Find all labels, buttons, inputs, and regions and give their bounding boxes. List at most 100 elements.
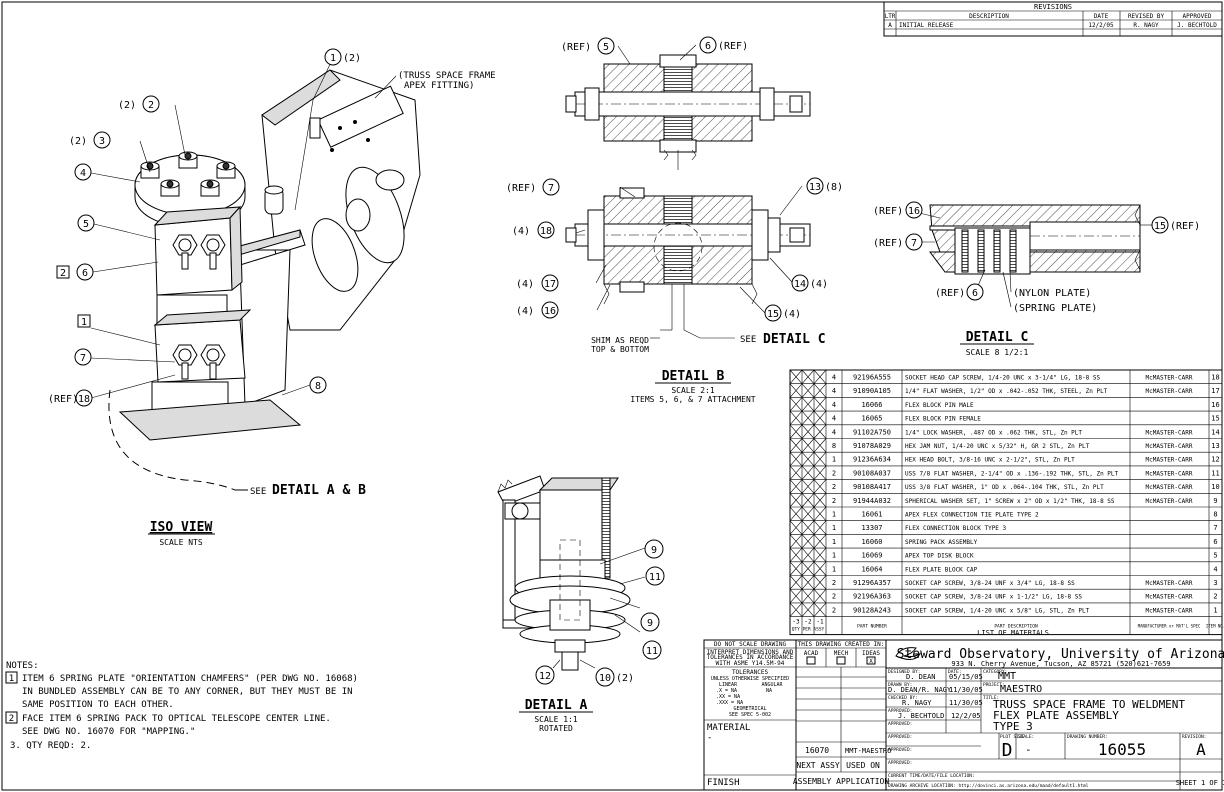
iso-see-detail: DETAIL A & B xyxy=(272,483,366,498)
detail-a-callout-11-bot: 11 xyxy=(646,646,658,657)
bom-part-number: 91078A029 xyxy=(853,442,891,450)
iso-view-scale: SCALE NTS xyxy=(159,538,203,547)
bom-qty: 1 xyxy=(832,456,836,464)
svg-text:LINEAR: LINEAR xyxy=(719,682,738,688)
detail-c-title: DETAIL C xyxy=(966,330,1029,345)
shim-note-line2: TOP & BOTTOM xyxy=(591,345,649,354)
bom-qty: 4 xyxy=(832,415,836,423)
bom-header-desc: PART DESCRIPTION xyxy=(994,624,1038,630)
svg-text:(4): (4) xyxy=(516,306,534,317)
bom-part-number: 16069 xyxy=(861,552,882,560)
bom-description: SOCKET CAP SCREW, 3/8-24 UNF x 3/4" LG, … xyxy=(905,580,1075,587)
detail-b-callout-16: 16 xyxy=(544,306,556,317)
bom-qty: 2 xyxy=(832,606,836,614)
title-line-1: TRUSS SPACE FRAME TO WELDMENT xyxy=(993,698,1185,711)
project-value: MAESTRO xyxy=(1000,684,1042,695)
svg-text:(2): (2) xyxy=(118,100,136,111)
svg-text:APPROVED:: APPROVED: xyxy=(888,747,912,753)
svg-text:.XXX = NA: .XXX = NA xyxy=(716,700,743,706)
note-1-line1: ITEM 6 SPRING PLATE "ORIENTATION CHAMFER… xyxy=(22,674,358,684)
bom-description: SOCKET CAP SCREW, 3/8-24 UNF x 1-1/2" LG… xyxy=(905,594,1082,601)
bom-description: APEX FLEX CONNECTION TIE PLATE TYPE 2 xyxy=(905,512,1039,519)
svg-text:(8): (8) xyxy=(825,182,843,193)
note-2-number: 2 xyxy=(9,714,14,724)
revisions-cell: INITIAL RELEASE xyxy=(899,22,954,29)
svg-text:(REF): (REF) xyxy=(718,41,748,52)
bom-part-number: 91102A750 xyxy=(853,428,891,436)
revisions-cell: 12/2/05 xyxy=(1088,22,1114,29)
revisions-header: DATE xyxy=(1094,13,1109,20)
bom-manufacturer: McMASTER-CARR xyxy=(1146,443,1193,450)
revision-letter: A xyxy=(1196,740,1206,759)
drawn-by: D. DEAN/R. NAGY xyxy=(888,686,952,694)
bom-item-no: 2 xyxy=(1213,593,1217,601)
bom-manufacturer: McMASTER-CARR xyxy=(1146,470,1193,477)
material-value: - xyxy=(707,733,712,743)
spring-plate-label: (SPRING PLATE) xyxy=(1013,303,1097,314)
bom-item-no: 6 xyxy=(1213,538,1217,546)
detail-b-callout-5: 5 xyxy=(603,42,609,53)
svg-text:APPROVED:: APPROVED: xyxy=(888,708,912,714)
flex-block-column xyxy=(118,205,302,441)
svg-text:CATEGORY:: CATEGORY: xyxy=(983,669,1007,675)
bom-qty: 8 xyxy=(832,442,836,450)
material-label: MATERIAL xyxy=(707,723,750,733)
svg-text:(REF): (REF) xyxy=(1170,221,1200,232)
detail-c-callout-15: 15 xyxy=(1154,221,1166,232)
bom-qty: 1 xyxy=(832,565,836,573)
shim-note-line1: SHIM AS REQD xyxy=(591,336,649,345)
bom-part-number: 92196A363 xyxy=(853,593,891,601)
note-2-line2: SEE DWG NO. 16070 FOR "MAPPING." xyxy=(22,727,195,737)
detail-b-callout-18: 18 xyxy=(540,226,552,237)
iso-note-1-flag: 1 xyxy=(81,317,87,328)
bom-header-item: ITEM NO. xyxy=(1206,624,1224,629)
bom-part-number: 16064 xyxy=(861,565,882,573)
iso-leaders xyxy=(90,55,397,399)
revisions-header: APPROVED xyxy=(1183,13,1212,20)
bom-item-no: 9 xyxy=(1213,497,1217,505)
cad-ideas: IDEAS xyxy=(862,650,880,657)
bom-description: USS 7/8 FLAT WASHER, 2-1/4" OD x .136-.1… xyxy=(905,470,1119,477)
bom-qty: 1 xyxy=(832,511,836,519)
svg-text:DRAWING NUMBER:: DRAWING NUMBER: xyxy=(1067,734,1108,740)
detail-a-callout-12: 12 xyxy=(539,671,551,682)
svg-text:TITLE:: TITLE: xyxy=(983,695,999,701)
used-on-value: MMT-MAESTRO xyxy=(845,747,891,755)
svg-text:(REF): (REF) xyxy=(873,238,903,249)
bom-item-no: 7 xyxy=(1213,524,1217,532)
svg-text:TOLERANCES IN ACCORDANCE: TOLERANCES IN ACCORDANCE xyxy=(707,654,794,661)
detail-a-callout-10: 10 xyxy=(599,673,611,684)
bom-part-number: 16061 xyxy=(861,511,882,519)
iso-callout-18: 18 xyxy=(78,394,90,405)
approved-date: 12/2/05 xyxy=(951,712,981,720)
created-in-label: THIS DRAWING CREATED IN: xyxy=(798,641,885,648)
drawn-date: 11/30/05 xyxy=(949,686,983,694)
bom-qty: 2 xyxy=(832,593,836,601)
bom-description: SPRING PACK ASSEMBLY xyxy=(905,539,978,546)
svg-text:DESIGNED BY:: DESIGNED BY: xyxy=(888,669,921,675)
revisions-header: REVISED BY xyxy=(1128,13,1165,20)
assembly-application: ASSEMBLY APPLICATION xyxy=(793,777,890,786)
bom-description: FLEX CONNECTION BLOCK TYPE 3 xyxy=(905,525,1007,532)
revisions-header: DESCRIPTION xyxy=(969,13,1009,20)
designed-by: D. DEAN xyxy=(906,673,936,681)
svg-text:DATE:: DATE: xyxy=(948,669,962,675)
bom-qty: 4 xyxy=(832,428,836,436)
bom-item-no: 10 xyxy=(1211,483,1219,491)
svg-text:CHECKED BY:: CHECKED BY: xyxy=(888,695,918,701)
bom-qty: 4 xyxy=(832,374,836,382)
bom-description: FLEX PLATE BLOCK CAP xyxy=(905,566,978,573)
title-line-2: FLEX PLATE ASSEMBLY xyxy=(993,709,1119,722)
revisions-cell: R. NAGY xyxy=(1133,22,1159,29)
detail-b-see-label: SEE xyxy=(740,335,756,345)
bom-qty: 2 xyxy=(832,483,836,491)
revisions-cell: A xyxy=(888,22,892,29)
revisions-cell: J. BECHTOLD xyxy=(1177,22,1217,29)
